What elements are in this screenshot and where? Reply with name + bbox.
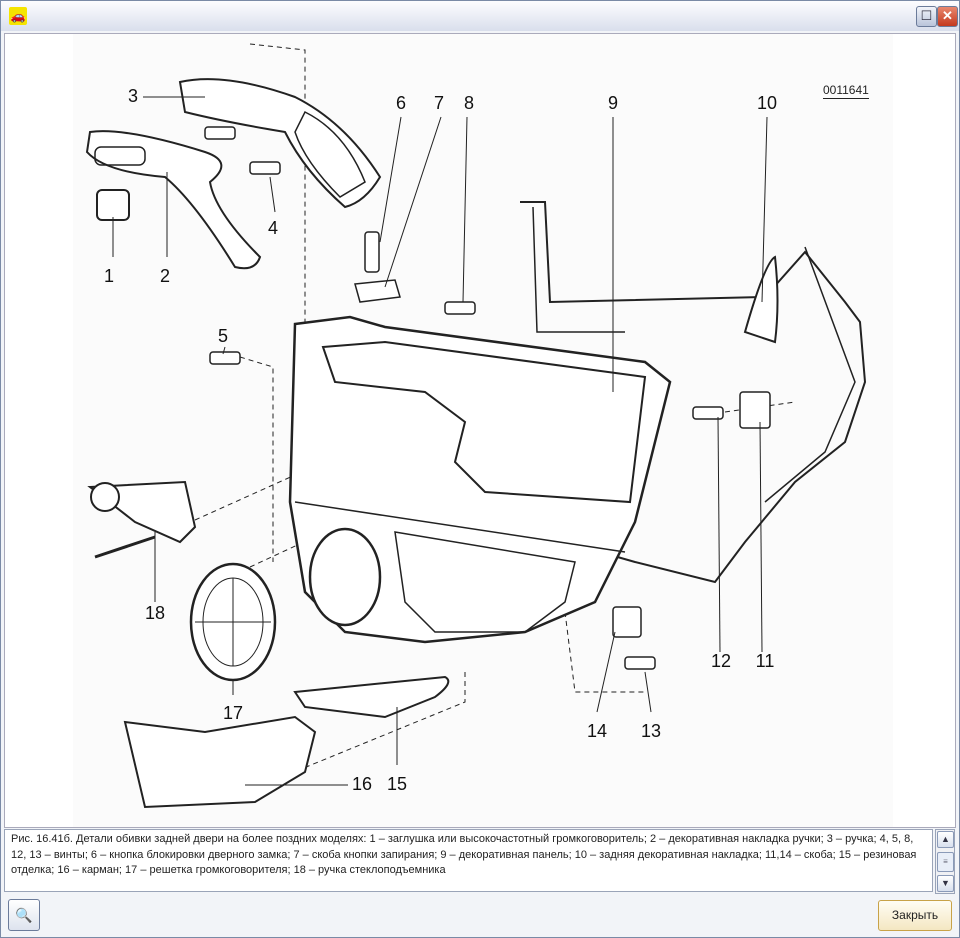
- zoom-button[interactable]: 🔍: [8, 899, 40, 931]
- callout-18: 18: [144, 603, 166, 623]
- figure-code-text: 0011641: [823, 83, 869, 97]
- caption-scrollbar[interactable]: ▲ ≡ ▼: [935, 829, 955, 894]
- door-trim-diagram: [85, 43, 867, 809]
- callout-5: 5: [217, 326, 229, 346]
- callout-8: 8: [463, 93, 475, 113]
- callout-2: 2: [159, 266, 171, 286]
- maximize-icon: ☐: [920, 8, 933, 23]
- close-icon: ✕: [942, 8, 953, 23]
- title-bar: 🚗 ☐ ✕: [1, 1, 959, 31]
- callout-15: 15: [386, 774, 408, 794]
- callout-7: 7: [433, 93, 445, 113]
- callout-11: 11: [755, 651, 775, 671]
- car-icon: 🚗: [9, 7, 27, 25]
- callout-14: 14: [586, 721, 608, 741]
- callout-4: 4: [267, 218, 279, 238]
- callout-12: 12: [710, 651, 732, 671]
- maximize-button[interactable]: ☐: [916, 6, 937, 27]
- close-button[interactable]: Закрыть: [878, 900, 952, 931]
- callout-10: 10: [756, 93, 778, 113]
- close-window-button[interactable]: ✕: [937, 6, 958, 27]
- callout-1: 1: [103, 266, 115, 286]
- figure-code: 0011641: [823, 83, 869, 99]
- scroll-thumb[interactable]: ≡: [937, 852, 954, 872]
- magnifier-icon: 🔍: [15, 907, 33, 923]
- callout-3: 3: [127, 86, 139, 106]
- figure-area: 0011641 1 2 3 4 5 6 7 8 9 10 11 12 13 14…: [4, 33, 956, 828]
- callout-13: 13: [640, 721, 662, 741]
- figure-caption: Рис. 16.41б. Детали обивки задней двери …: [4, 829, 933, 892]
- scroll-up-button[interactable]: ▲: [937, 831, 954, 848]
- callout-17: 17: [222, 703, 244, 723]
- callout-9: 9: [607, 93, 619, 113]
- callout-16: 16: [351, 774, 373, 794]
- scroll-down-button[interactable]: ▼: [937, 875, 954, 892]
- callout-6: 6: [395, 93, 407, 113]
